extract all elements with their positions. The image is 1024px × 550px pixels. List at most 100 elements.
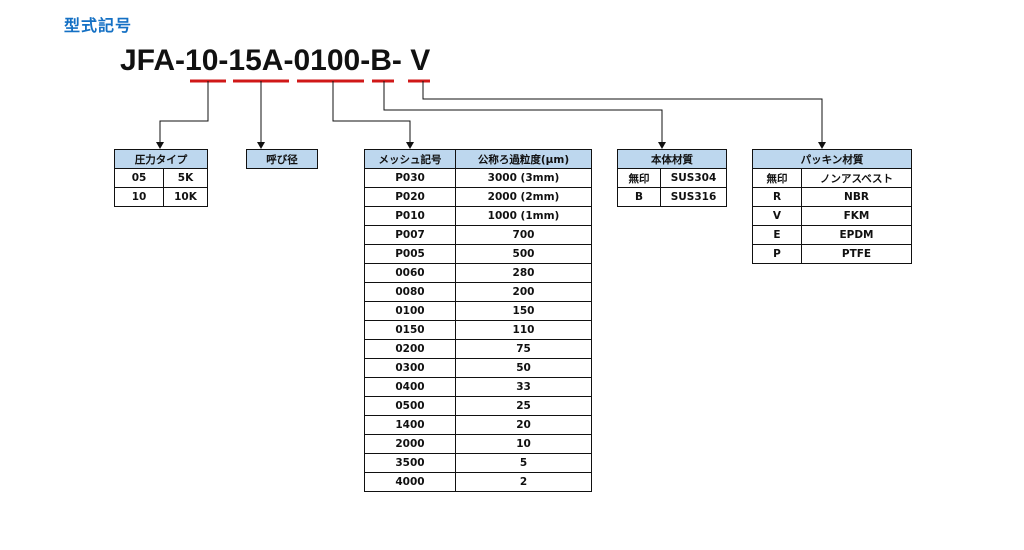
mesh-code: 3500 [364,453,456,473]
mesh-code: 0300 [364,358,456,378]
filtration-size: 25 [455,396,592,416]
filtration-size: 10 [455,434,592,454]
model-series: JFA [120,44,176,77]
body-material: SUS316 [660,187,727,207]
mesh-code: P005 [364,244,456,264]
connector-arrowheads [156,142,826,149]
model-body: B [370,44,392,77]
mesh-code: 0080 [364,282,456,302]
model-dash: - [283,44,294,77]
pressure-code: 05 [114,168,164,188]
arrowhead-size [257,142,265,149]
filtration-size: 50 [455,358,592,378]
nominal-diameter-header: 呼び径 [246,149,318,169]
mesh-code: 0100 [364,301,456,321]
filtration-size: 200 [455,282,592,302]
body-code: B [617,187,661,207]
mesh-code: 0200 [364,339,456,359]
packing-code: P [752,244,802,264]
arrowhead-pressure [156,142,164,149]
pressure-value: 5K [163,168,208,188]
table-row: 05 5K [114,168,208,188]
mesh-code: 0150 [364,320,456,340]
nominal-diameter-table: 呼び径 [246,149,318,169]
filtration-size: 2000 (2mm) [455,187,592,207]
body-material: SUS304 [660,168,727,188]
pressure-type-header: 圧力タイプ [114,149,208,169]
model-dash: - [175,44,186,77]
packing-material: ノンアスベスト [801,168,912,188]
table-row: 無印ノンアスベスト [752,168,912,188]
model-dash: - [218,44,229,77]
filtration-size: 75 [455,339,592,359]
model-code: JFA-10-15A-0100-B- V [120,44,430,78]
connector-pressure [159,81,209,143]
mesh-code: 0060 [364,263,456,283]
body-material-header: 本体材質 [617,149,727,169]
filtration-size: 110 [455,320,592,340]
filtration-size: 5 [455,453,592,473]
model-packing: V [410,44,431,77]
mesh-code: P030 [364,168,456,188]
connector-packing [422,81,823,143]
filtration-size: 33 [455,377,592,397]
body-code: 無印 [617,168,661,188]
arrowhead-body [658,142,666,149]
connector-body [383,81,663,143]
packing-material: FKM [801,206,912,226]
mesh-code: P010 [364,206,456,226]
filtration-size: 3000 (3mm) [455,168,592,188]
model-pressure: 10 [185,44,219,77]
packing-code: 無印 [752,168,802,188]
filtration-size: 700 [455,225,592,245]
filtration-size: 1000 (1mm) [455,206,592,226]
model-size: 15A [228,44,284,77]
pressure-type-table: 圧力タイプ 05 5K 10 10K [114,149,208,207]
table-row: 無印 SUS304 [617,168,727,188]
mesh-code: 4000 [364,472,456,492]
pressure-code: 10 [114,187,164,207]
mesh-code: P007 [364,225,456,245]
table-row: 10 10K [114,187,208,207]
mesh-code: 1400 [364,415,456,435]
pressure-value: 10K [163,187,208,207]
filtration-size-header: 公称ろ過粒度(μm) [455,149,592,169]
section-title: 型式記号 [64,16,133,35]
model-dash: - [391,44,402,77]
mesh-code: 0500 [364,396,456,416]
packing-material-header: パッキン材質 [752,149,912,169]
packing-code: E [752,225,802,245]
body-material-table: 本体材質 無印 SUS304 B SUS316 [617,149,727,207]
table-row: B SUS316 [617,187,727,207]
mesh-code-header: メッシュ記号 [364,149,456,169]
packing-material: EPDM [801,225,912,245]
filtration-size: 500 [455,244,592,264]
mesh-code: 0400 [364,377,456,397]
filtration-size: 2 [455,472,592,492]
connector-lines [159,81,823,143]
packing-code: R [752,187,802,207]
filtration-size: 20 [455,415,592,435]
